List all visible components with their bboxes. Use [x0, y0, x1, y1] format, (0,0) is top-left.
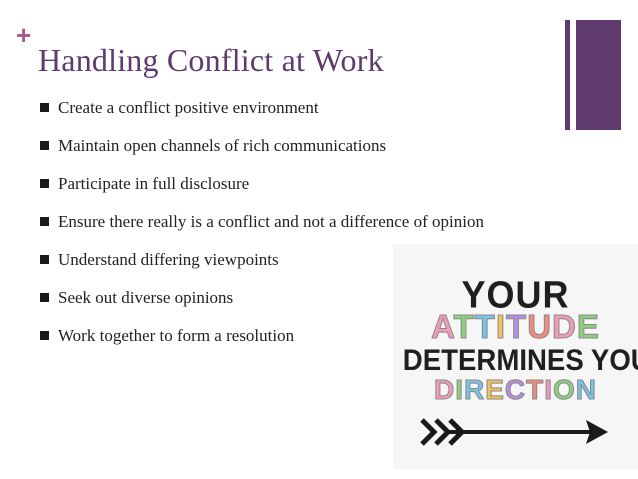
bullet-text: Create a conflict positive environment: [58, 98, 319, 117]
bullet-item: Understand differing viewpoints: [40, 248, 510, 271]
bullet-list: Create a conflict positive environment M…: [40, 96, 510, 362]
bullet-text: Work together to form a resolution: [58, 326, 295, 345]
accent-bar-thick: [576, 20, 621, 130]
bullet-square-icon: [40, 217, 49, 226]
bullet-square-icon: [40, 179, 49, 188]
bullet-text: Seek out diverse opinions: [58, 288, 234, 307]
bullet-square-icon: [40, 141, 49, 150]
bullet-square-icon: [40, 255, 49, 264]
bullet-text: Maintain open channels of rich communica…: [58, 136, 387, 155]
bullet-text: Understand differing viewpoints: [58, 250, 279, 269]
bullet-item: Ensure there really is a conflict and no…: [40, 210, 510, 233]
bullet-square-icon: [40, 103, 49, 112]
poster-line-determines: DETERMINES YOUR: [402, 344, 638, 377]
slide-title: Handling Conflict at Work: [38, 42, 384, 78]
poster-line-your: YOUR: [461, 272, 570, 316]
bullet-text: Participate in full disclosure: [58, 174, 250, 193]
bullet-text: Ensure there really is a conflict and no…: [58, 212, 484, 231]
arrow-right-icon: [420, 418, 608, 446]
attitude-poster-image: YOUR ATTITUDE DETERMINES YOUR DIRECTION: [393, 244, 638, 469]
poster-line-attitude: ATTITUDE: [431, 308, 600, 346]
bullet-item: Seek out diverse opinions: [40, 286, 510, 309]
bullet-item: Maintain open channels of rich communica…: [40, 134, 510, 157]
bullet-square-icon: [40, 331, 49, 340]
bullet-item: Work together to form a resolution: [40, 324, 510, 347]
bullet-square-icon: [40, 293, 49, 302]
accent-bar-thin: [565, 20, 570, 130]
bullet-item: Participate in full disclosure: [40, 172, 510, 195]
plus-icon: +: [16, 20, 32, 50]
poster-line-direction: DIRECTION: [433, 374, 598, 406]
bullet-item: Create a conflict positive environment: [40, 96, 510, 119]
